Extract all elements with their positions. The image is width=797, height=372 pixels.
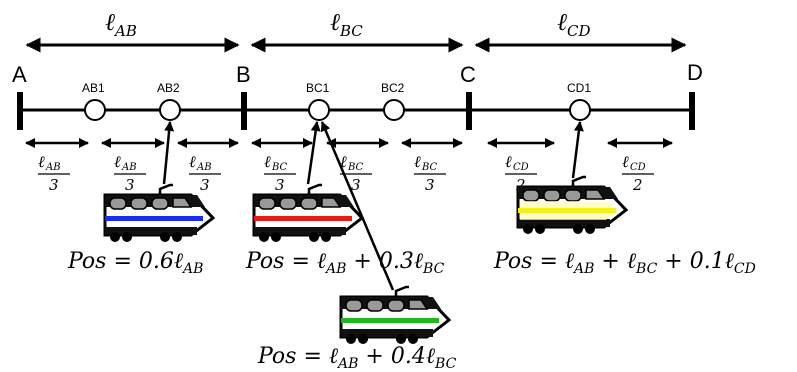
span-label-ab: ℓAB [105, 8, 137, 40]
position-red-train: Pos = ℓAB + 0.3ℓBC [245, 249, 445, 277]
pointer-green-train [320, 121, 395, 291]
station-label-d: D [687, 60, 703, 85]
svg-text:3: 3 [49, 176, 59, 194]
svg-text:ℓ: ℓ [189, 152, 196, 171]
node-label-bc2: BC2 [381, 81, 405, 95]
train-red-stripe [254, 216, 352, 221]
train-blue [103, 183, 215, 244]
svg-text:BC: BC [347, 162, 364, 173]
svg-text:ℓ: ℓ [505, 152, 512, 171]
span-label-cd: ℓCD [557, 8, 591, 40]
station-label-a: A [12, 62, 27, 87]
svg-text:ℓ: ℓ [114, 152, 121, 171]
svg-text:3: 3 [125, 176, 135, 194]
train-red [252, 183, 364, 244]
svg-text:AB: AB [45, 162, 61, 173]
node-bc2 [383, 99, 405, 121]
svg-text:2: 2 [632, 176, 643, 194]
station-label-c: C [460, 62, 476, 87]
pointer-red-train [306, 121, 321, 185]
svg-text:3: 3 [200, 176, 210, 194]
svg-text:BC: BC [421, 162, 438, 173]
span-label-bc: ℓBC [330, 8, 363, 40]
train-blue-stripe [105, 216, 203, 221]
svg-text:ℓ: ℓ [622, 152, 629, 171]
station-label-b: B [236, 62, 251, 87]
svg-text:CD: CD [513, 162, 529, 173]
position-yellow-train: Pos = ℓAB + ℓBC + 0.1ℓCD [493, 249, 756, 277]
node-cd1 [569, 99, 591, 121]
pointer-blue-train [162, 121, 175, 185]
train-green [339, 285, 451, 346]
node-ab2 [159, 99, 181, 121]
svg-text:3: 3 [425, 176, 435, 194]
node-label-ab1: AB1 [82, 81, 105, 95]
svg-text:CD: CD [630, 162, 646, 173]
svg-text:3: 3 [351, 176, 361, 194]
svg-text:ℓ: ℓ [340, 152, 347, 171]
node-label-bc1: BC1 [306, 81, 330, 95]
position-blue-train: Pos = 0.6ℓAB [67, 249, 203, 277]
svg-text:ℓ: ℓ [264, 152, 271, 171]
pointer-yellow-train [571, 121, 584, 179]
node-label-cd1: CD1 [567, 81, 591, 95]
svg-text:ℓ: ℓ [414, 152, 421, 171]
train-yellow-stripe [518, 208, 616, 213]
train-green-stripe [341, 318, 439, 323]
svg-text:AB: AB [196, 162, 212, 173]
node-bc1 [308, 99, 330, 121]
position-green-train: Pos = ℓAB + 0.4ℓBC [257, 344, 457, 372]
svg-text:ℓ: ℓ [38, 152, 45, 171]
svg-text:3: 3 [275, 176, 285, 194]
node-ab1 [84, 99, 106, 121]
svg-text:2: 2 [515, 176, 526, 194]
svg-text:BC: BC [271, 162, 288, 173]
train-yellow [516, 175, 628, 236]
svg-text:AB: AB [121, 162, 137, 173]
node-label-ab2: AB2 [157, 81, 180, 95]
